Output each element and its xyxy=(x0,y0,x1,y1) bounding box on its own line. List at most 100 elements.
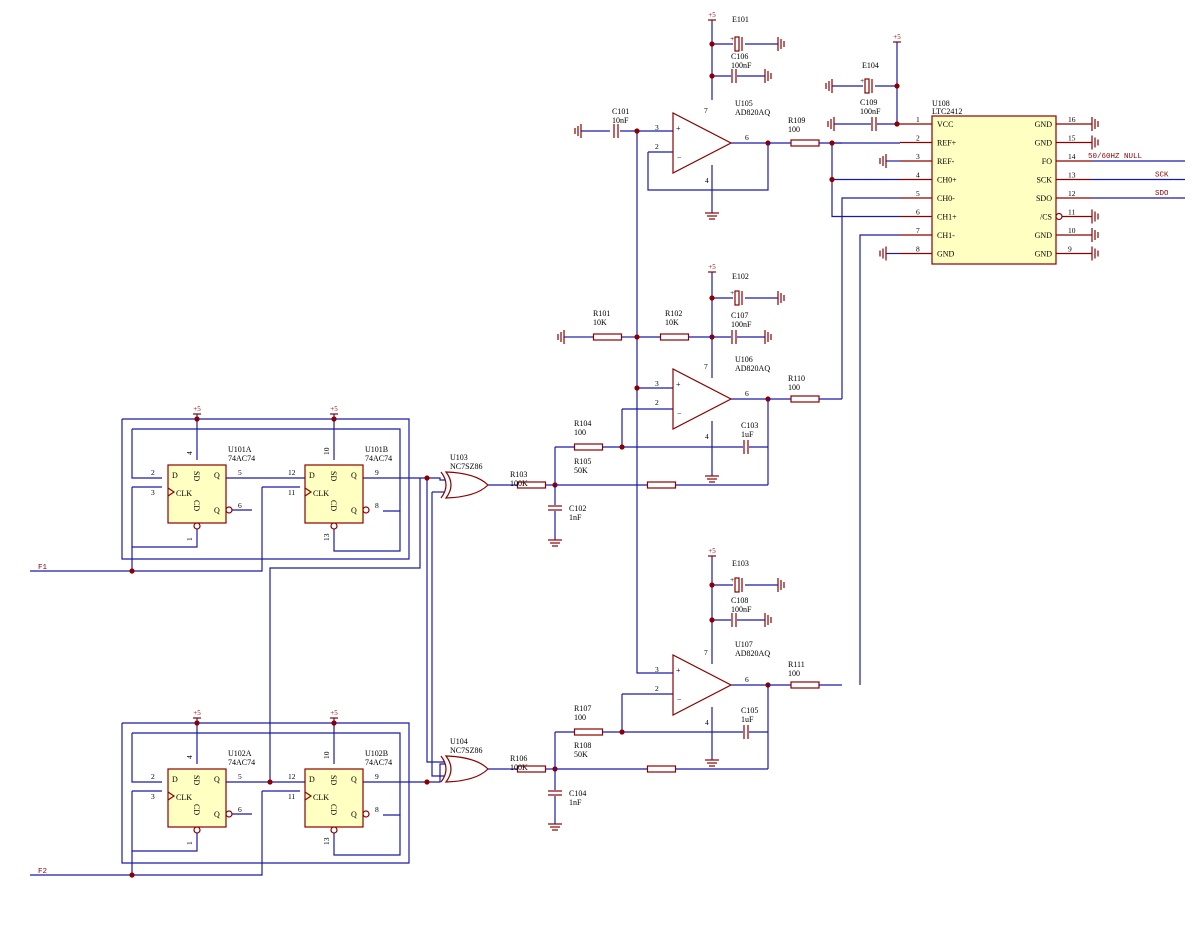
junction-dot xyxy=(619,729,625,735)
wire xyxy=(896,42,900,125)
ff-pin-name: Q xyxy=(351,506,357,515)
net-label: F1 xyxy=(38,564,48,572)
junction-dot xyxy=(709,41,715,47)
wire xyxy=(132,833,198,852)
adc-pin-name: CH0+ xyxy=(937,176,957,185)
junction-dot xyxy=(331,416,337,422)
xor-input-arc xyxy=(440,471,447,499)
opamp-pin: 2 xyxy=(655,398,659,407)
adc-chip: U108LTC24121VCC2REF+3REF-4CH0+5CH0-6CH1+… xyxy=(900,99,1092,265)
ff-pin-num: 5 xyxy=(238,772,242,781)
opamp-pin: 4 xyxy=(705,176,709,185)
flip-flop-body xyxy=(304,464,364,524)
resistor-body xyxy=(790,395,820,403)
gate-part: NC7SZ86 xyxy=(450,746,482,755)
plus-mark: + xyxy=(730,288,734,297)
adc-pin-num: 14 xyxy=(1068,152,1076,161)
power-label: +5 xyxy=(708,11,716,19)
opamp-pin: 3 xyxy=(655,379,659,388)
opamp-pin: 3 xyxy=(655,665,659,674)
capacitor-value: 1nF xyxy=(569,798,582,807)
ground-symbol xyxy=(548,539,562,547)
wire xyxy=(30,791,263,876)
ground-symbol xyxy=(777,578,785,592)
wire xyxy=(131,733,162,783)
opamp-minus: − xyxy=(677,695,682,704)
adc-pin-num: 4 xyxy=(916,171,920,180)
adc-pin-name: CH1- xyxy=(937,231,955,240)
power-symbol: +5 xyxy=(893,33,901,43)
electrolytic-body xyxy=(734,290,740,306)
wire xyxy=(30,487,263,572)
inversion-bubble xyxy=(193,826,201,834)
ground-symbol xyxy=(705,759,719,767)
adc-pin-name: GND xyxy=(937,250,955,259)
resistor-body xyxy=(646,765,677,773)
ff-pin-name: CLK xyxy=(176,793,192,802)
resistor-ref: R106 xyxy=(510,754,527,763)
ff-pin-name: Q xyxy=(214,810,220,819)
electrolytic-ref: E102 xyxy=(732,272,749,281)
capacitor-ref: C109 xyxy=(860,98,877,107)
ff-pin-num: 5 xyxy=(238,468,242,477)
wire xyxy=(269,478,421,782)
electrolytic-body xyxy=(734,577,740,593)
ground-symbol xyxy=(1091,246,1099,261)
ff-pin-num: 9 xyxy=(375,772,379,781)
capacitor-value: 1uF xyxy=(741,430,754,439)
adc-pin-name: CH0- xyxy=(937,194,955,203)
power-label: +5 xyxy=(330,709,338,717)
resistor-body xyxy=(573,728,604,736)
junction-dot xyxy=(194,416,200,422)
resistor-ref: R104 xyxy=(574,419,591,428)
plus-mark: + xyxy=(730,34,734,43)
capacitor-ref: C107 xyxy=(731,311,748,320)
resistor-body xyxy=(790,681,820,689)
flip-flop-body xyxy=(167,464,227,524)
capacitor xyxy=(731,613,737,627)
capacitor-ref: C103 xyxy=(741,421,758,430)
junction-dot xyxy=(267,779,273,785)
junction-dot xyxy=(709,73,715,79)
ff-pin-name: D xyxy=(172,775,178,784)
ff-pin-num: 2 xyxy=(151,468,155,477)
power-symbol: +5 xyxy=(330,405,338,415)
net-label: 50/60HZ NULL xyxy=(1088,153,1143,161)
power-label: +5 xyxy=(708,547,716,555)
junction-dot xyxy=(709,582,715,588)
opamp-body xyxy=(672,368,733,430)
wire xyxy=(132,529,198,548)
adc-pin-num: 15 xyxy=(1068,134,1076,143)
ff-pin-num: 12 xyxy=(288,772,296,781)
junction-dot xyxy=(709,617,715,623)
ground-symbol xyxy=(764,613,772,627)
opamp-pin: 4 xyxy=(705,432,709,441)
opamp-part: AD820AQ xyxy=(735,364,770,373)
wire xyxy=(841,197,900,399)
adc-pin-name: SDO xyxy=(1036,194,1052,203)
opamp-plus: + xyxy=(676,666,681,675)
adc-pin-num: 3 xyxy=(916,152,920,161)
resistor-ref: R109 xyxy=(788,116,805,125)
ff-ref: U101B xyxy=(365,445,388,454)
capacitor xyxy=(731,69,737,83)
adc-pin-num: 2 xyxy=(916,134,920,143)
ff-pin-num: 11 xyxy=(288,488,295,497)
inversion-bubble xyxy=(225,810,233,818)
ff-pin-num: 9 xyxy=(375,468,379,477)
resistor-value: 100K xyxy=(510,763,528,772)
ground-symbol xyxy=(879,154,887,168)
ground-symbol xyxy=(879,246,887,261)
adc-pin-num: 16 xyxy=(1068,115,1076,124)
capacitor-ref: C101 xyxy=(612,107,629,116)
